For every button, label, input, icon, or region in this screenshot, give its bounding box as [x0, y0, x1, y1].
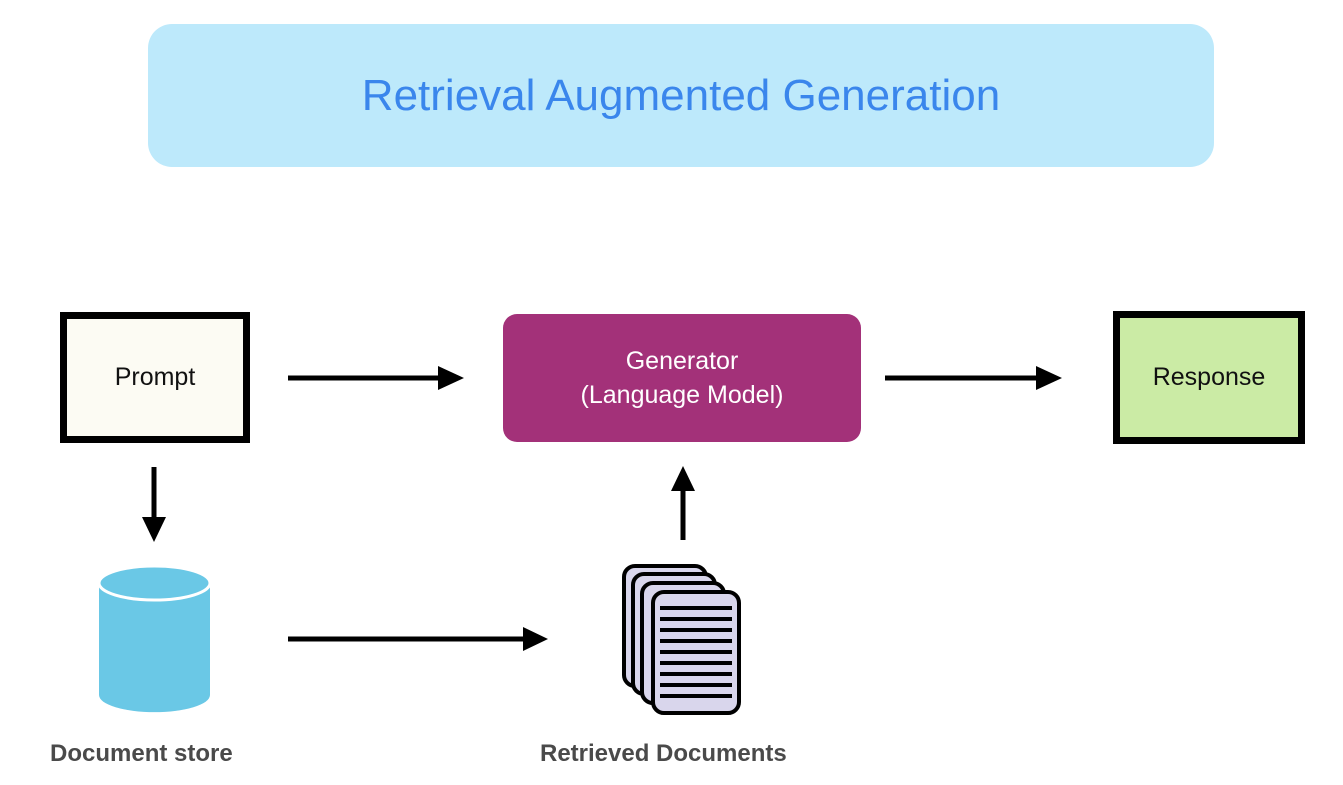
arrow-generator-to-response	[885, 366, 1062, 390]
document-lines	[660, 606, 732, 698]
prompt-node: Prompt	[60, 312, 250, 443]
retrieved-documents-label: Retrieved Documents	[540, 740, 787, 767]
arrow-prompt-to-generator	[288, 366, 464, 390]
generator-node: Generator (Language Model)	[503, 314, 861, 442]
document-store-label: Document store	[50, 740, 233, 767]
title-banner: Retrieval Augmented Generation	[148, 24, 1214, 167]
database-cylinder-icon	[97, 564, 212, 713]
diagram-title: Retrieval Augmented Generation	[361, 70, 1001, 120]
response-node: Response	[1113, 311, 1305, 444]
generator-sublabel: (Language Model)	[580, 381, 784, 409]
document-stack-icon	[622, 564, 741, 715]
arrow-store-to-retrieved-documents	[288, 627, 548, 651]
arrow-documents-to-generator	[671, 466, 695, 540]
arrow-prompt-to-document-store	[142, 467, 166, 542]
response-label: Response	[1152, 363, 1266, 391]
generator-label: Generator	[625, 347, 739, 375]
prompt-label: Prompt	[114, 363, 196, 391]
